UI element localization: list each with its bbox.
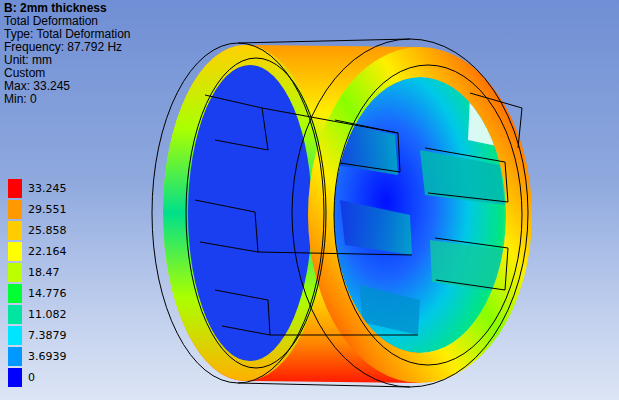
- result-info-line: Unit: mm: [4, 54, 131, 67]
- legend-row: 18.47: [8, 262, 67, 283]
- legend-swatch: [8, 242, 22, 261]
- legend-value: 0: [28, 371, 35, 384]
- legend-swatch: [8, 179, 22, 198]
- back-ring-opening: [188, 65, 312, 361]
- legend-value: 25.858: [28, 224, 67, 237]
- legend-value: 14.776: [28, 287, 67, 300]
- legend-row: 7.3879: [8, 325, 67, 346]
- legend-swatch: [8, 326, 22, 345]
- legend-value: 3.6939: [28, 350, 67, 363]
- legend-value: 11.082: [28, 308, 67, 321]
- result-info-line: Type: Total Deformation: [4, 28, 131, 41]
- result-header: B: 2mm thicknessTotal DeformationType: T…: [4, 2, 131, 106]
- result-title: B: 2mm thickness: [4, 2, 131, 15]
- result-info-line: Custom: [4, 67, 131, 80]
- color-legend: 33.245 29.551 25.858 22.164 18.47 14.776 11.08…: [8, 178, 67, 388]
- result-info-line: Frequency: 87.792 Hz: [4, 41, 131, 54]
- result-info-line: Max: 33.245: [4, 80, 131, 93]
- legend-swatch: [8, 305, 22, 324]
- legend-swatch: [8, 284, 22, 303]
- legend-row: 29.551: [8, 199, 67, 220]
- legend-row: 25.858: [8, 220, 67, 241]
- legend-swatch: [8, 368, 22, 387]
- legend-swatch: [8, 347, 22, 366]
- legend-value: 18.47: [28, 266, 60, 279]
- result-info-line: Min: 0: [4, 93, 131, 106]
- legend-row: 11.082: [8, 304, 67, 325]
- back-ring: [163, 45, 327, 381]
- legend-row: 33.245: [8, 178, 67, 199]
- result-info-line: Total Deformation: [4, 15, 131, 28]
- undeformed-wireframe: [152, 39, 528, 387]
- legend-value: 22.164: [28, 245, 67, 258]
- legend-swatch: [8, 221, 22, 240]
- legend-row: 14.776: [8, 283, 67, 304]
- legend-swatch: [8, 263, 22, 282]
- legend-value: 33.245: [28, 182, 67, 195]
- legend-swatch: [8, 200, 22, 219]
- legend-row: 3.6939: [8, 346, 67, 367]
- legend-row: 0: [8, 367, 67, 388]
- legend-value: 7.3879: [28, 329, 67, 342]
- legend-row: 22.164: [8, 241, 67, 262]
- legend-value: 29.551: [28, 203, 67, 216]
